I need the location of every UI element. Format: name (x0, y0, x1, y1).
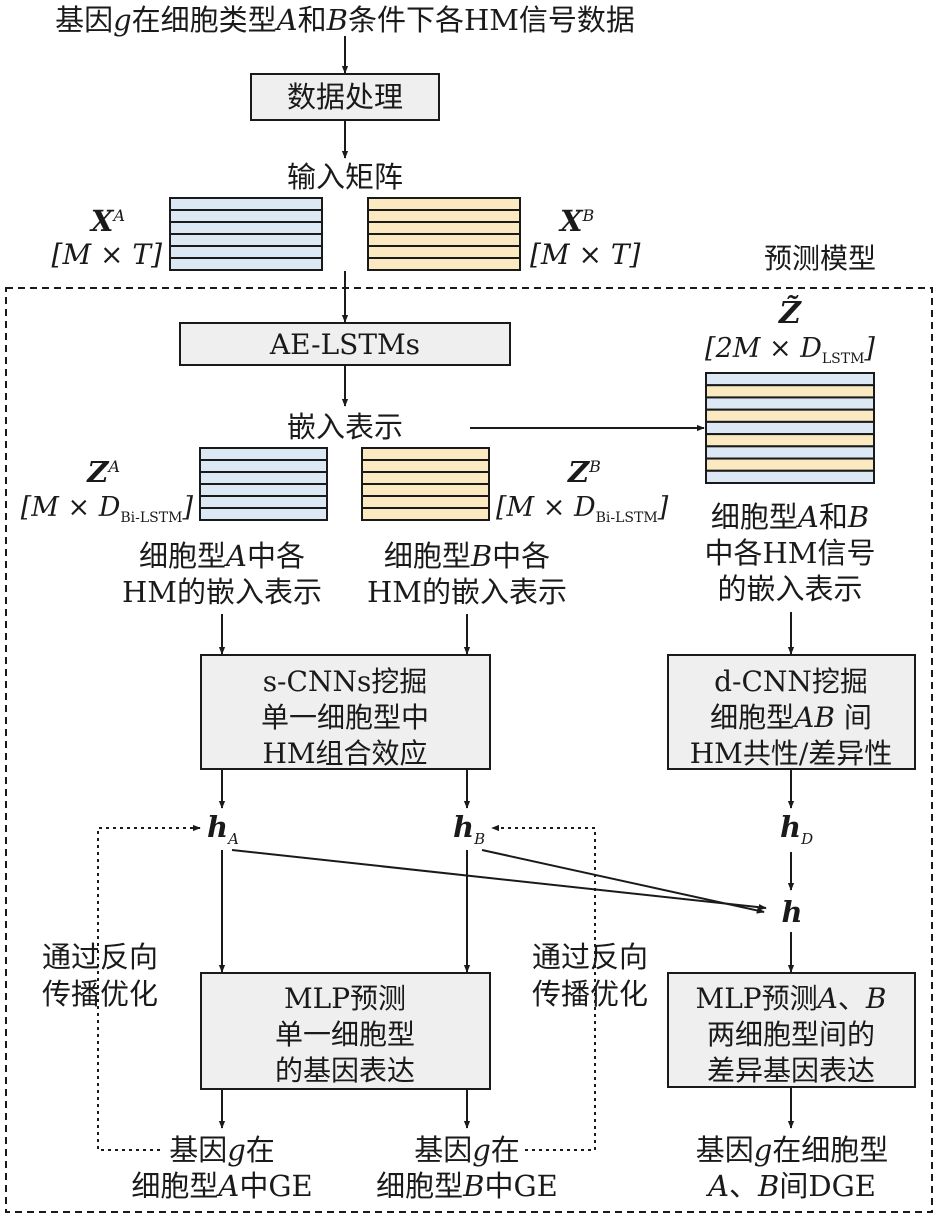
matrix-row (169, 197, 323, 211)
matrix-row (361, 507, 490, 521)
matrix-xb (367, 197, 521, 271)
matrix-row (361, 471, 490, 485)
backprop-left-line2: 传播优化 (42, 977, 158, 1011)
xa-dimension: [M × T] (52, 238, 163, 271)
predict-model-frame (5, 287, 933, 1213)
matrix-row (169, 233, 323, 247)
matrix-row (367, 257, 521, 271)
matrix-row (199, 447, 328, 461)
matrix-row (169, 245, 323, 259)
data-processing-box (250, 73, 440, 121)
input-description: 基因g在细胞类型A和B条件下各HM信号数据 (55, 3, 635, 37)
dcnn-box (667, 654, 916, 770)
matrix-row (705, 445, 875, 460)
mlp-single-label: MLP预测单一细胞型的基因表达 (275, 982, 415, 1087)
ha-symbol: hA (207, 810, 239, 848)
matrix-row (199, 471, 328, 485)
scnn-box (200, 654, 491, 770)
matrix-row (705, 396, 875, 411)
backprop-right-line1: 通过反向 (532, 940, 648, 974)
data-processing-label: 数据处理 (287, 80, 403, 114)
hd-symbol: hD (780, 810, 813, 848)
backprop-right-line2: 传播优化 (532, 977, 648, 1011)
xb-symbol: XB (558, 204, 595, 238)
xa-symbol: XA (89, 204, 125, 238)
matrix-row (705, 433, 875, 448)
matrix-row (367, 233, 521, 247)
hb-symbol: hB (453, 810, 485, 848)
matrix-row (199, 483, 328, 497)
matrix-row (169, 221, 323, 235)
matrix-row (361, 447, 490, 461)
matrix-row (705, 457, 875, 472)
input-matrix-label: 输入矩阵 (287, 160, 403, 194)
ae-lstm-box (179, 322, 511, 366)
matrix-row (169, 209, 323, 223)
backprop-left-line1: 通过反向 (42, 940, 158, 974)
matrix-zb (361, 447, 490, 521)
arrow-ha-to-h (231, 849, 767, 911)
predict-model-label: 预测模型 (764, 242, 876, 275)
matrix-row (361, 495, 490, 509)
matrix-row (199, 507, 328, 521)
matrix-row (367, 221, 521, 235)
arrows (97, 36, 795, 1151)
matrix-row (199, 495, 328, 509)
matrix-row (705, 384, 875, 399)
mlp-diff-box (667, 972, 916, 1088)
ztilde-dimension: [2M × DLSTM] (705, 333, 875, 367)
matrix-row (705, 469, 875, 484)
matrix-row (705, 420, 875, 436)
matrix-row (361, 459, 490, 473)
za-dimension: [M × DBi-LSTM] (21, 492, 194, 526)
matrix-xa (169, 197, 323, 271)
backprop-loop-left (97, 824, 201, 1151)
matrix-za (199, 447, 328, 521)
matrix-row (367, 209, 521, 223)
backprop-loop-right (491, 824, 596, 1151)
arrow-hb-to-h (481, 849, 765, 914)
h-symbol: h (781, 895, 802, 929)
ztilde-symbol: Z̃ (778, 296, 802, 331)
matrix-ztilde (705, 372, 875, 484)
matrix-row (169, 257, 323, 271)
matrix-row (199, 459, 328, 473)
matrix-row (705, 372, 875, 387)
matrix-row (361, 483, 490, 497)
zb-dimension: [M × DBi-LSTM] (496, 492, 669, 526)
xb-dimension: [M × T] (530, 238, 641, 271)
matrix-row (705, 408, 875, 423)
output-ge-a: 基因g在细胞型A中GE (131, 1133, 312, 1203)
mlp-single-box (200, 972, 491, 1090)
za-symbol: ZA (86, 455, 120, 489)
ae-lstm-label: AE-LSTMs (269, 328, 420, 361)
zb-symbol: ZB (567, 455, 601, 489)
matrix-row (367, 245, 521, 259)
matrix-row (367, 197, 521, 211)
embedding-label: 嵌入表示 (287, 410, 403, 444)
output-ge-b: 基因g在细胞型B中GE (376, 1133, 558, 1203)
